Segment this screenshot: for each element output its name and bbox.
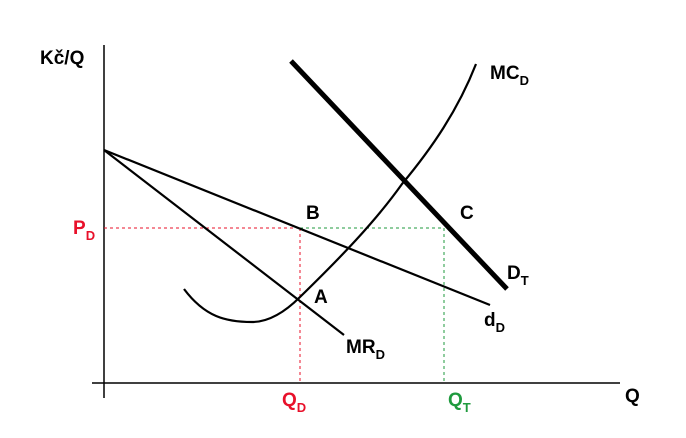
total-quantity-marker-label: QT bbox=[448, 390, 471, 415]
firm-demand-curve bbox=[103, 148, 491, 307]
y-axis-label: Kč/Q bbox=[40, 48, 84, 69]
point-c-label: C bbox=[460, 203, 474, 224]
mc-curve-label: MCD bbox=[490, 63, 529, 88]
firm-quantity-marker-label: QD bbox=[282, 390, 306, 415]
total-demand-label: DT bbox=[507, 263, 529, 288]
x-axis-label: Q bbox=[625, 386, 640, 407]
price-marker-label: PD bbox=[73, 218, 95, 243]
marginal-revenue-label: MRD bbox=[346, 337, 385, 362]
firm-demand-label: dD bbox=[484, 310, 505, 335]
point-a-label: A bbox=[314, 287, 328, 308]
total-demand-curve bbox=[289, 59, 509, 291]
marginal-revenue-curve bbox=[103, 149, 345, 336]
point-b-label: B bbox=[306, 203, 320, 224]
marginal-cost-curve bbox=[183, 63, 478, 324]
